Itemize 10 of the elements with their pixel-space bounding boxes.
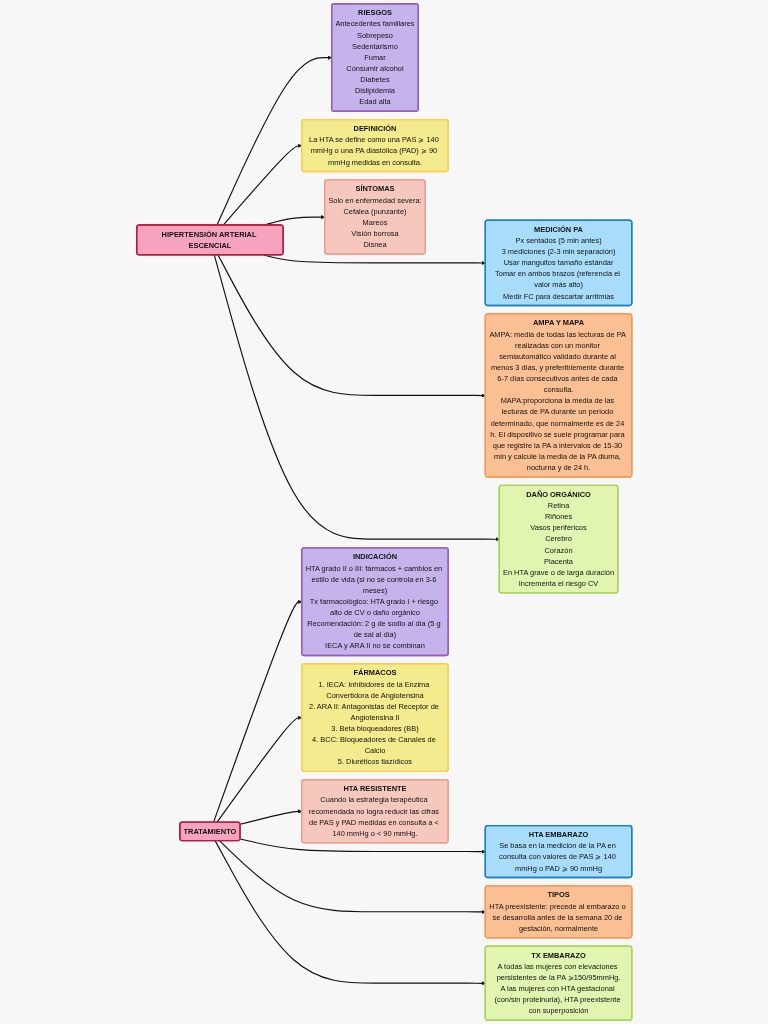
arrow — [218, 840, 486, 914]
arrow — [216, 55, 332, 226]
arrow — [239, 838, 486, 854]
arrow — [217, 254, 486, 398]
arrow — [262, 254, 486, 266]
arrow — [216, 715, 302, 823]
arrow — [214, 840, 486, 986]
arrow — [212, 599, 302, 823]
arrow — [239, 809, 302, 825]
arrow — [222, 143, 302, 226]
